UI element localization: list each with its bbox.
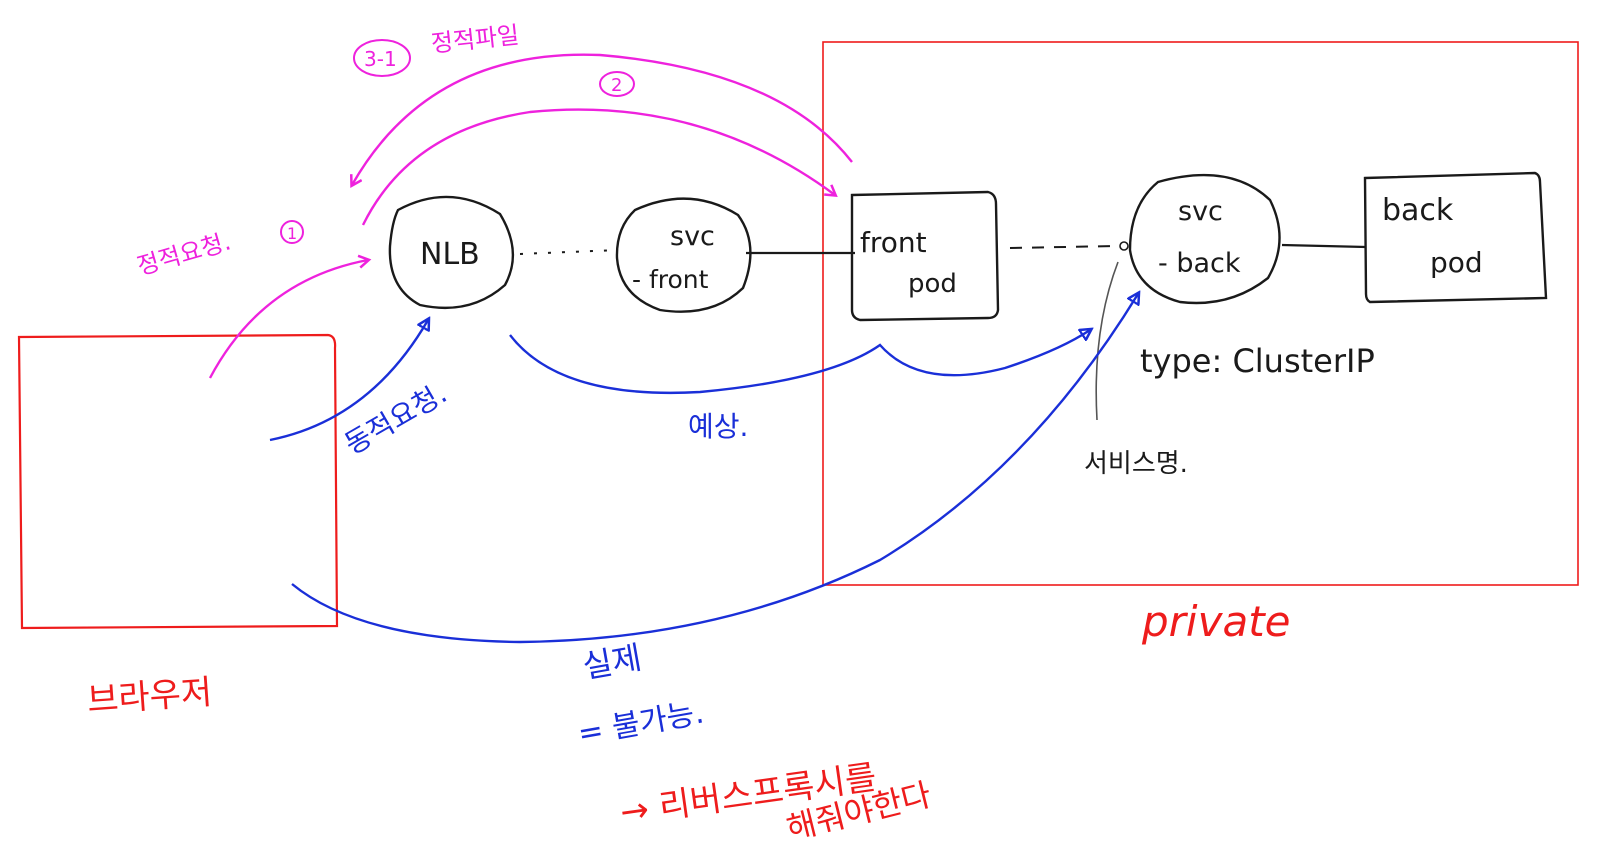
private-label: private (1141, 597, 1291, 646)
dynamic-request-label: 동적요청. (339, 377, 452, 462)
svc-front-node: svc - front (615, 197, 752, 313)
svc-front-label-1: svc (670, 221, 715, 252)
svc-back-type-label: type: ClusterIP (1140, 342, 1375, 380)
step-2-badge: 2 (599, 71, 635, 97)
svg-text:1: 1 (287, 224, 297, 243)
nlb-label: NLB (420, 237, 480, 272)
actual-label: 실제 (580, 638, 645, 686)
step-3-1-badge: 3-1 (353, 39, 411, 77)
step-3-1-arc (352, 53, 853, 185)
back-pod-label-2: pod (1430, 246, 1483, 279)
static-request-arrow (208, 260, 368, 379)
svc-back-to-back-pod-link (1281, 243, 1367, 249)
private-zone-box (822, 41, 1579, 586)
expected-path-arrow (509, 330, 1090, 395)
svc-front-label-2: - front (632, 265, 709, 294)
expected-label: 예상. (688, 410, 748, 443)
svc-back-port-dot (1119, 241, 1129, 251)
impossible-label: = 불가능. (575, 695, 706, 752)
svg-text:3-1: 3-1 (364, 47, 397, 71)
step-2-arc (361, 108, 835, 226)
nlb-node: NLB (388, 195, 515, 310)
browser-box (17, 333, 339, 630)
svc-back-label-2: - back (1158, 248, 1241, 279)
step-1-badge: 1 (280, 220, 304, 244)
static-file-label: 정적파일 (430, 21, 521, 58)
front-pod-to-svc-back-link (1009, 245, 1119, 249)
service-name-label: 서비스명. (1084, 449, 1188, 479)
front-pod-label-1: front (860, 226, 927, 259)
actual-path-arrow (291, 294, 1138, 644)
svc-back-label-1: svc (1178, 196, 1223, 227)
back-pod-node: back pod (1363, 171, 1548, 304)
browser-label: 브라우저 (86, 672, 214, 721)
front-pod-label-2: pod (908, 269, 957, 299)
static-request-label: 정적요청. (134, 227, 234, 280)
svg-text:2: 2 (611, 75, 622, 96)
front-pod-node: front pod (850, 190, 1000, 322)
service-name-pointer (1095, 261, 1119, 421)
back-pod-label-1: back (1382, 193, 1454, 228)
dynamic-request-arrow (269, 320, 428, 442)
svc-back-node: svc - back (1128, 173, 1281, 305)
nlb-to-svc-front-link (519, 249, 619, 255)
